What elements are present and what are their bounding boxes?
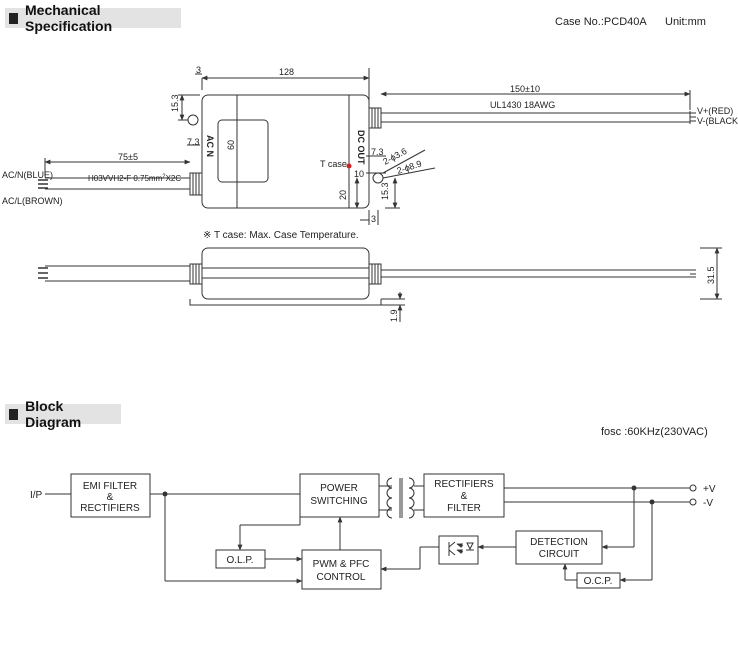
emi-label-1: EMI FILTER [83,481,137,492]
dim-7-3-right: 7.3 [371,147,384,157]
case-number: Case No.:PCD40A [555,16,647,28]
label-area [217,119,269,183]
ip-label: I/P [30,490,43,501]
v-plus-red: V+(RED) [697,106,733,116]
dim-15-3-right: 15.3 [380,182,390,200]
rect-label-2: & [461,491,468,502]
emi-label-3: RECTIFIERS [80,503,140,514]
ocp-label: O.C.P. [584,576,613,587]
rectifiers-filter-box [423,473,505,518]
block-diagram-title: Block Diagram [25,398,82,430]
ac-l-brown: AC/L(BROWN) [2,196,63,206]
mechanical-spec-header: Mechanical Specification [5,2,181,34]
detection-label-1: DETECTION [530,537,588,548]
square-bullet-icon [9,12,19,24]
dim-7-3-left: 7.3 [187,137,200,147]
power-label-1: POWER [320,483,358,494]
t-case-note: ※ T case: Max. Case Temperature. [203,230,359,241]
emi-filter-box [70,473,151,518]
case-body-top [201,94,370,209]
cable-in-label: H03VVH2-F 0.75mm2X2C [88,174,181,183]
detection-label-2: CIRCUIT [539,549,580,560]
optocoupler-box [438,535,479,565]
t-case-label: T case [320,159,347,169]
ac-n-side-label: AC N [205,135,215,157]
case-body-side [201,247,370,300]
fosc-note: fosc :60KHz(230VAC) [601,426,708,438]
olp-label: O.L.P. [226,555,253,566]
dc-out-label: DC OUT [356,130,366,165]
pwm-label-2: CONTROL [317,572,366,583]
pwm-label-1: PWM & PFC [313,559,370,570]
junction-dot [631,485,637,491]
cable-out-label: UL1430 18AWG [490,100,555,110]
ac-n-blue: AC/N(BLUE) [2,170,53,180]
dim-1-9: 1.9 [389,309,399,322]
junction-dot [162,491,168,497]
mount-hole-left [187,114,199,126]
unit-label: Unit:mm [665,16,706,28]
power-label-2: SWITCHING [310,496,367,507]
emi-label-2: & [107,492,114,503]
vplus-label: +V [703,484,716,495]
block-diagram-header: Block Diagram [5,398,121,430]
dim-3-bottom: 3 [371,214,376,224]
dim-15-3-left: 15.3 [170,94,180,112]
mechanical-spec-title: Mechanical Specification [25,2,113,34]
dim-150: 150±10 [510,84,540,94]
dim-10: 10 [354,169,364,179]
dim-20: 20 [338,190,348,200]
mount-hole-right [372,172,384,184]
vminus-label: -V [703,498,713,509]
v-minus-black: V-(BLACK) [697,116,738,126]
rect-label-1: RECTIFIERS [434,479,494,490]
t-case-dot [346,163,352,169]
junction-dot [649,499,655,505]
square-bullet-icon [9,408,19,420]
rect-label-3: FILTER [447,503,481,514]
side-view [38,247,722,322]
top-view [38,68,696,225]
transformer-icon [386,477,415,519]
dim-75: 75±5 [118,152,138,162]
dim-3-top: 3 [196,65,201,75]
dim-60: 60 [226,140,236,150]
output-terminal-plus [689,484,697,492]
dim-31-5: 31.5 [706,266,716,284]
dim-128: 128 [279,67,294,77]
output-terminal-minus [689,498,697,506]
optocoupler-icon [448,541,474,556]
